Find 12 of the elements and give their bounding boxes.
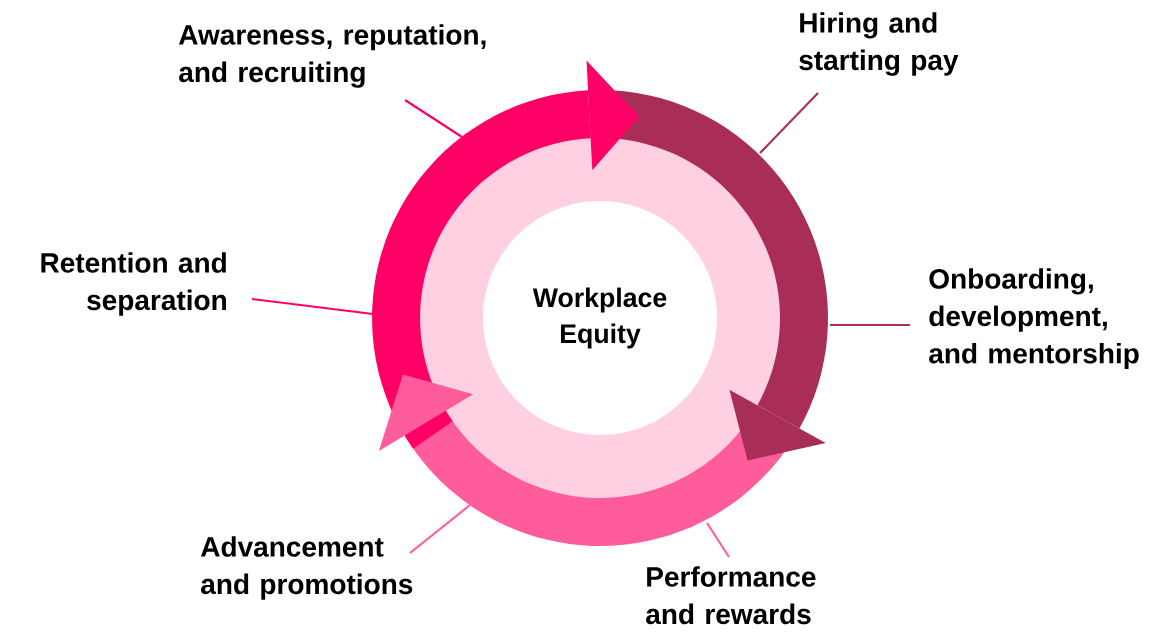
stage-label: Advancement and promotions — [200, 536, 413, 600]
stage-label: Hiring and starting pay — [799, 12, 959, 76]
leader-line — [404, 99, 463, 138]
leader-line — [830, 323, 910, 327]
leader-line — [251, 297, 374, 316]
stage-label: Awareness, reputation, and recruiting — [178, 24, 486, 88]
stage-label: Performance and rewards — [646, 566, 816, 625]
leader-line — [759, 92, 819, 154]
leader-line — [706, 522, 730, 558]
leader-line — [409, 504, 471, 554]
stage-label: Retention and separation — [41, 252, 226, 316]
stage-label: Onboarding, development, and mentorship — [929, 268, 1139, 370]
